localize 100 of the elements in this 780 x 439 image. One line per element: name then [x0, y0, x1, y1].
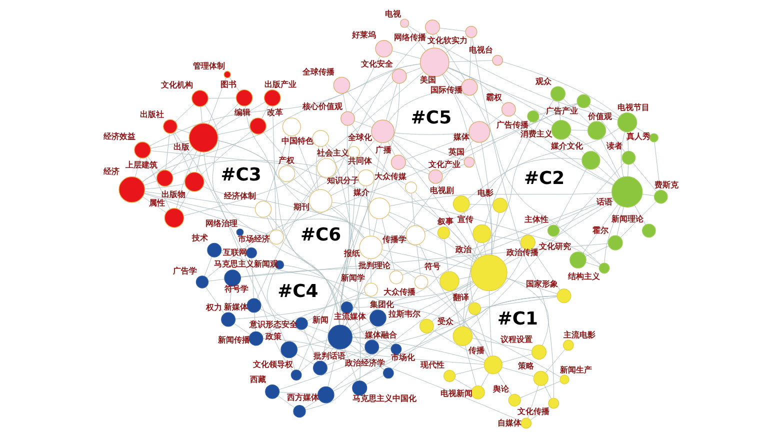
connector: [344, 140, 473, 326]
connector: [445, 35, 467, 54]
node-circle: [268, 230, 284, 245]
connector: [278, 296, 557, 390]
connector: [142, 146, 192, 182]
connector: [604, 206, 620, 264]
connector: [256, 32, 428, 300]
connector: [144, 192, 472, 267]
connector: [150, 140, 190, 149]
connector: [174, 104, 194, 122]
connector: [390, 138, 430, 172]
connector: [469, 38, 471, 80]
connector: [331, 202, 369, 208]
node-circle: [468, 302, 480, 315]
connector: [464, 345, 476, 386]
connector: [348, 198, 613, 330]
node-circle: [464, 26, 477, 38]
connector: [330, 181, 358, 196]
connector: [292, 178, 312, 194]
node-circle: [278, 165, 295, 182]
connector: [304, 398, 319, 408]
connector: [306, 158, 354, 322]
connector: [472, 94, 600, 265]
connector: [543, 384, 551, 399]
connector: [204, 286, 224, 314]
connector: [589, 104, 618, 118]
node-circle: [436, 226, 450, 240]
node-circle: [332, 76, 350, 94]
node-circle: [374, 40, 392, 58]
connector: [468, 162, 624, 330]
connector: [326, 143, 360, 173]
connector: [432, 330, 486, 361]
connector: [463, 286, 478, 327]
node-circle: [470, 254, 507, 292]
node-circle: [340, 301, 352, 314]
node-circle: [316, 158, 336, 178]
connector: [471, 338, 532, 351]
connector: [402, 196, 613, 276]
connector: [490, 235, 520, 242]
node-circle: [364, 282, 378, 297]
connector: [338, 142, 381, 326]
connector: [488, 290, 492, 356]
node-circle: [370, 120, 394, 144]
connector: [441, 164, 464, 174]
connector: [393, 132, 469, 135]
connector: [207, 98, 236, 99]
node-circle: [520, 418, 532, 429]
connector: [339, 125, 350, 326]
node-circle: [548, 398, 559, 409]
connector: [480, 296, 557, 308]
connector: [259, 308, 522, 422]
node-circle: [556, 288, 571, 304]
connector: [600, 138, 620, 178]
node-circle: [254, 200, 272, 218]
connector: [381, 218, 394, 272]
connector: [200, 130, 252, 176]
connector: [233, 323, 250, 335]
connector: [569, 134, 619, 180]
node-circle: [220, 312, 236, 327]
node-circle: [621, 150, 636, 165]
node-circle: [442, 370, 456, 382]
node-circle: [569, 252, 586, 268]
node-circle: [312, 360, 327, 376]
connector: [446, 70, 462, 83]
connector: [436, 33, 465, 81]
connector: [439, 28, 466, 32]
connector: [327, 348, 338, 388]
label: #C4: [277, 281, 318, 302]
node-circle: [405, 225, 425, 246]
connector: [370, 258, 371, 284]
node-circle: [470, 385, 484, 400]
connector: [527, 385, 538, 419]
connector: [315, 146, 319, 190]
connector: [280, 176, 321, 232]
connector: [444, 238, 448, 272]
node-circle: [530, 344, 546, 360]
connector: [588, 106, 625, 153]
node-circle: [223, 70, 230, 78]
connector: [215, 102, 266, 131]
connector: [454, 366, 484, 375]
connector: [450, 290, 460, 327]
node-circle: [520, 234, 535, 250]
node-circle: [191, 90, 208, 107]
connector: [567, 136, 584, 154]
label: #C2: [524, 168, 564, 189]
connector: [349, 312, 368, 342]
connector: [213, 104, 238, 128]
connector: [344, 258, 368, 326]
connector: [278, 392, 318, 395]
connector: [281, 241, 392, 346]
connector: [513, 114, 614, 185]
node-circle: [460, 78, 478, 96]
label: #C3: [220, 164, 261, 186]
connector: [260, 105, 268, 120]
connector: [176, 150, 197, 209]
node-circle: [611, 176, 642, 208]
connector: [342, 93, 346, 112]
connector: [144, 184, 185, 190]
node-circle: [390, 154, 406, 170]
node-circle: [317, 386, 334, 404]
